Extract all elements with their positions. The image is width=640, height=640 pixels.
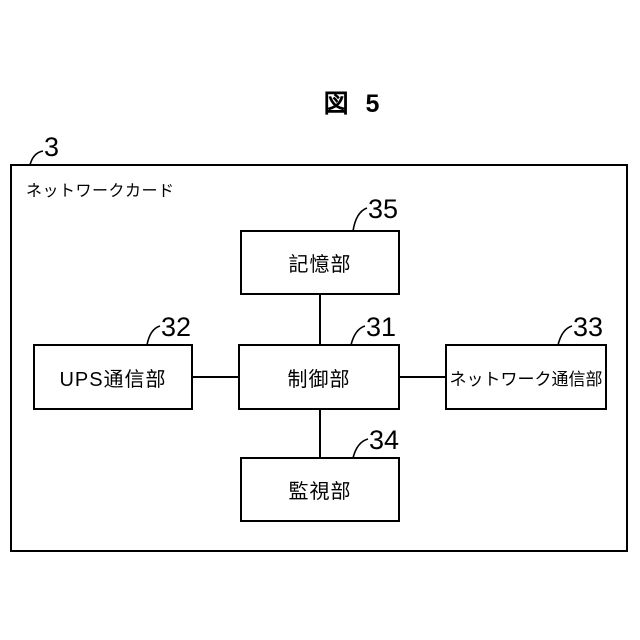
node-label-monitor: 監視部 (288, 481, 352, 503)
node-label-control: 制御部 (287, 368, 351, 391)
node-label-storage: 記憶部 (288, 254, 352, 276)
network-card-label: ネットワークカード (26, 183, 175, 200)
ref-number-network-card: 3 (44, 132, 60, 162)
network-card-container-box: ネットワークカード (10, 164, 628, 552)
node-box-network-comm: ネットワーク通信部 (445, 344, 607, 410)
node-box-storage: 記憶部 (240, 230, 400, 295)
ref-number-ups-comm: 32 (161, 312, 192, 342)
ref-number-storage: 35 (368, 194, 399, 224)
node-label-ups-comm: UPS通信部 (59, 368, 167, 391)
node-box-ups-comm: UPS通信部 (33, 344, 193, 410)
ref-number-monitor: 34 (369, 425, 400, 455)
node-box-control: 制御部 (238, 344, 400, 410)
node-label-network-comm: ネットワーク通信部 (449, 369, 603, 389)
node-box-monitor: 監視部 (240, 457, 400, 522)
ref-number-network-comm: 33 (573, 312, 604, 342)
leader-line-ref-3 (29, 150, 44, 166)
ref-number-control: 31 (366, 312, 397, 342)
figure-title: 図 5 (323, 90, 381, 118)
